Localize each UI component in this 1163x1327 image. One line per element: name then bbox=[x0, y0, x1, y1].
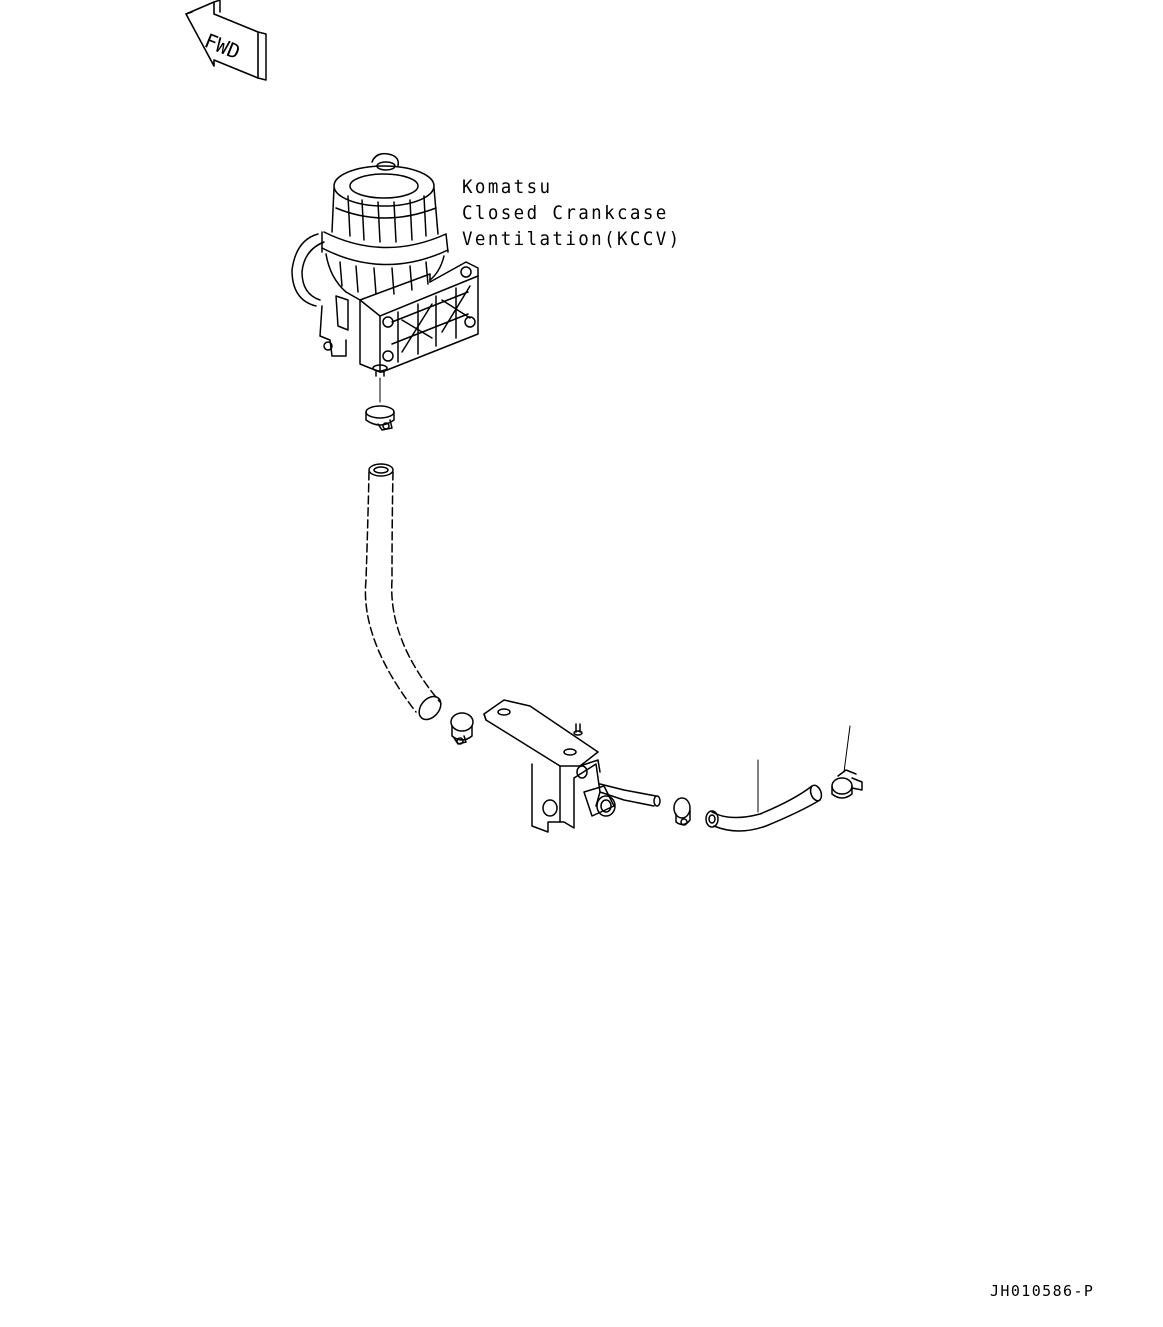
kccv-callout: Komatsu Closed Crankcase Ventilation(KCC… bbox=[462, 174, 682, 252]
short-hose bbox=[705, 759, 823, 832]
hose-clamp-small bbox=[673, 797, 691, 826]
hose-clamp-upper bbox=[365, 405, 395, 431]
callout-line-3: Ventilation(KCCV) bbox=[462, 228, 682, 250]
callout-line-1: Komatsu bbox=[462, 176, 553, 198]
vertical-hose bbox=[364, 463, 442, 721]
figure-number: JH010586-P bbox=[990, 1282, 1095, 1300]
hose-clamp-end bbox=[831, 725, 863, 799]
breather-bracket bbox=[483, 699, 661, 833]
kccv-unit bbox=[291, 152, 479, 403]
fwd-arrow-icon: FWD bbox=[185, 0, 267, 81]
hose-clamp-middle bbox=[450, 712, 474, 745]
fwd-label: FWD bbox=[201, 28, 243, 64]
callout-line-2: Closed Crankcase bbox=[462, 202, 669, 224]
